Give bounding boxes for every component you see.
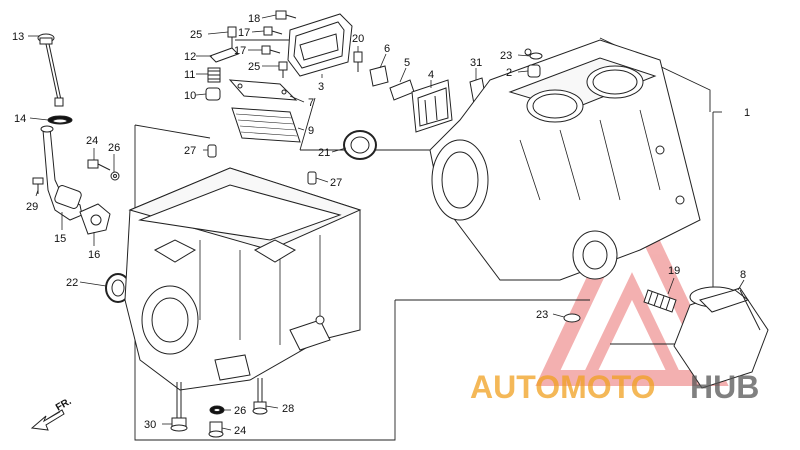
callout-2: 2 bbox=[506, 67, 512, 79]
plate-12 bbox=[209, 47, 239, 63]
callout-24: 24 bbox=[234, 425, 246, 437]
callout-25: 25 bbox=[248, 61, 260, 73]
gasket-16 bbox=[79, 203, 111, 235]
callout-20: 20 bbox=[352, 33, 364, 45]
callout-29: 29 bbox=[26, 201, 38, 213]
dowel-2 bbox=[527, 64, 541, 78]
callout-18: 18 bbox=[248, 13, 260, 25]
front-arrow-icon bbox=[30, 409, 65, 431]
callout-1: 1 bbox=[744, 107, 750, 119]
callout-13: 13 bbox=[12, 31, 24, 43]
watermark-logo bbox=[535, 181, 729, 386]
valve-10 bbox=[205, 87, 221, 101]
plate-7 bbox=[228, 79, 298, 101]
callout-8: 8 bbox=[740, 269, 746, 281]
callout-14: 14 bbox=[14, 113, 26, 125]
callout-26: 26 bbox=[108, 142, 120, 154]
dowel-pins-27 bbox=[207, 144, 317, 185]
callout-17: 17 bbox=[238, 27, 250, 39]
seal-21 bbox=[343, 130, 377, 160]
spring-11 bbox=[207, 67, 221, 83]
plate-5 bbox=[389, 79, 415, 101]
callout-21: 21 bbox=[318, 147, 330, 159]
filler-tube bbox=[40, 115, 83, 221]
watermark-text: AUTOMOTO HUB bbox=[470, 369, 759, 405]
callout-26: 26 bbox=[234, 405, 246, 417]
front-label: FR. bbox=[54, 396, 74, 414]
bolt-24-lower bbox=[208, 421, 224, 438]
callout-17: 17 bbox=[234, 45, 246, 57]
filter-9 bbox=[231, 107, 301, 143]
callout-28: 28 bbox=[282, 403, 294, 415]
o-ring-23-lower bbox=[563, 313, 581, 323]
plate-6 bbox=[369, 65, 389, 87]
callout-30: 30 bbox=[144, 419, 156, 431]
callout-19: 19 bbox=[668, 265, 680, 277]
callout-10: 10 bbox=[184, 90, 196, 102]
callout-16: 16 bbox=[88, 249, 100, 261]
callout-22: 22 bbox=[66, 277, 78, 289]
callout-6: 6 bbox=[384, 43, 390, 55]
leader-lines bbox=[28, 14, 745, 431]
callout-31: 31 bbox=[470, 57, 482, 69]
callout-27: 27 bbox=[330, 177, 342, 189]
callout-3: 3 bbox=[318, 81, 324, 93]
bolt-29 bbox=[32, 177, 44, 194]
callout-4: 4 bbox=[428, 69, 434, 81]
bolt-30 bbox=[170, 382, 188, 432]
watermark-part1: AUTOMOTO bbox=[470, 369, 655, 405]
callout-25: 25 bbox=[190, 29, 202, 41]
reed-valve-4 bbox=[411, 79, 453, 133]
callout-23: 23 bbox=[536, 309, 548, 321]
callout-24: 24 bbox=[86, 135, 98, 147]
breather-cover bbox=[287, 13, 353, 77]
callout-12: 12 bbox=[184, 51, 196, 63]
callout-27: 27 bbox=[184, 145, 196, 157]
callout-9: 9 bbox=[308, 125, 314, 137]
callout-5: 5 bbox=[404, 57, 410, 69]
watermark-part2: HUB bbox=[690, 369, 759, 405]
oil-dipstick bbox=[37, 33, 64, 107]
bolt-24-upper bbox=[87, 159, 120, 181]
washer-26-lower bbox=[209, 405, 225, 415]
lower-crankcase bbox=[124, 167, 362, 391]
callout-15: 15 bbox=[54, 233, 66, 245]
oil-filter bbox=[673, 286, 769, 389]
cylinder-block bbox=[429, 39, 701, 281]
oil-seal-22 bbox=[105, 273, 131, 303]
front-direction-marker: FR. bbox=[30, 396, 74, 431]
callout-7: 7 bbox=[308, 97, 314, 109]
callout-labels: 13 14 24 26 29 15 16 22 25 18 17 12 17 2… bbox=[12, 13, 750, 437]
callout-11: 11 bbox=[184, 69, 195, 81]
bolt-28 bbox=[252, 378, 268, 415]
callout-23: 23 bbox=[500, 50, 512, 62]
washer-23-upper bbox=[529, 52, 543, 60]
stud-19 bbox=[643, 289, 677, 313]
